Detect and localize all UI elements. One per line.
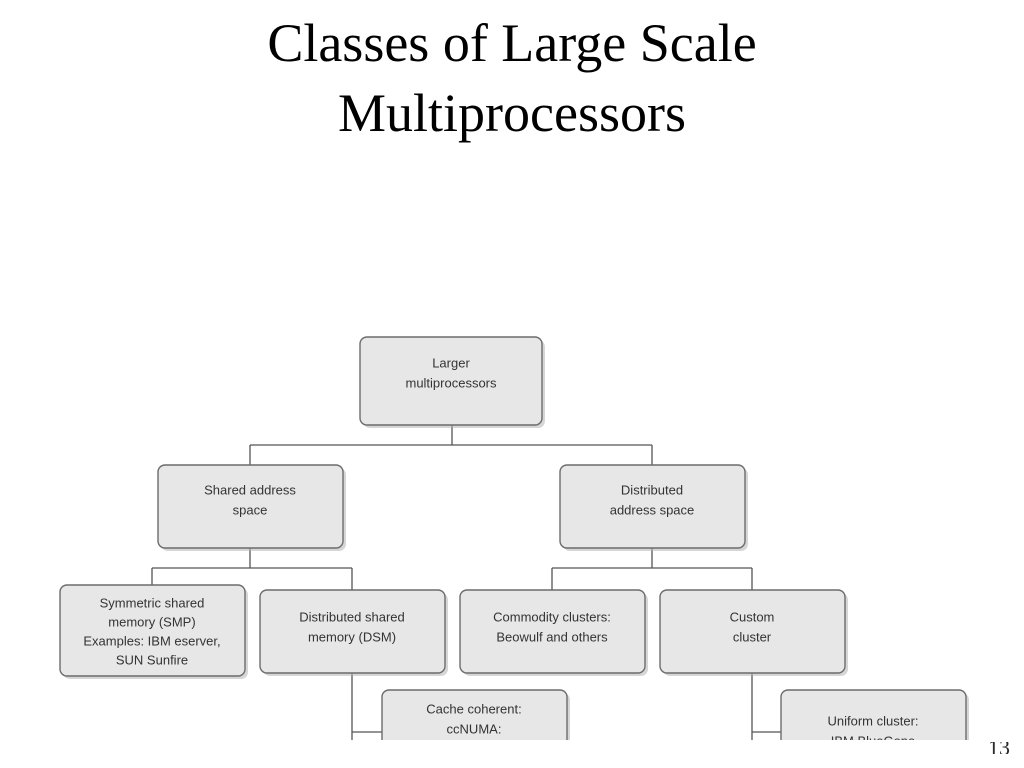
node-line: Examples: IBM eserver, xyxy=(83,633,220,648)
node-line: SUN Sunfire xyxy=(116,652,188,667)
node-cache-coherent-ccnuma[interactable]: Cache coherent: ccNUMA: SGI Origin/Altix xyxy=(381,689,570,740)
node-line: Larger xyxy=(432,355,470,370)
node-line: memory (DSM) xyxy=(308,629,396,644)
multiprocessor-class-tree: Larger multiprocessors Shared address sp… xyxy=(59,336,969,740)
node-line: space xyxy=(233,502,268,517)
node-line: Symmetric shared xyxy=(100,595,205,610)
node-commodity-clusters[interactable]: Commodity clusters: Beowulf and others xyxy=(459,589,648,676)
node-distributed-address-space[interactable]: Distributed address space xyxy=(559,464,748,551)
node-line: Cache coherent: xyxy=(426,701,521,716)
node-line: cluster xyxy=(733,629,772,644)
node-line: address space xyxy=(610,502,695,517)
node-line: memory (SMP) xyxy=(108,614,195,629)
connector-group xyxy=(151,425,781,740)
node-line: Shared address xyxy=(204,482,296,497)
node-shared-address-space[interactable]: Shared address space xyxy=(157,464,346,551)
page-title: Classes of Large Scale Multiprocessors xyxy=(267,13,757,144)
page-number: 13 xyxy=(988,742,1010,754)
node-line: IBM BlueGene xyxy=(831,733,916,740)
node-larger-multiprocessors[interactable]: Larger multiprocessors xyxy=(359,336,545,428)
node-uniform-cluster[interactable]: Uniform cluster: IBM BlueGene xyxy=(780,689,969,740)
node-line: Distributed xyxy=(621,482,683,497)
node-line: ccNUMA: xyxy=(447,721,502,736)
node-line: Uniform cluster: xyxy=(827,713,918,728)
node-distributed-shared-memory-dsm[interactable]: Distributed shared memory (DSM) xyxy=(259,589,448,676)
node-line: Distributed shared xyxy=(299,609,405,624)
node-custom-cluster[interactable]: Custom cluster xyxy=(659,589,848,676)
node-line: Commodity clusters: xyxy=(493,609,611,624)
node-line: Custom xyxy=(730,609,775,624)
node-symmetric-shared-memory-smp[interactable]: Symmetric shared memory (SMP) Examples: … xyxy=(59,584,248,679)
node-line: multiprocessors xyxy=(405,375,497,390)
node-line: Beowulf and others xyxy=(496,629,608,644)
